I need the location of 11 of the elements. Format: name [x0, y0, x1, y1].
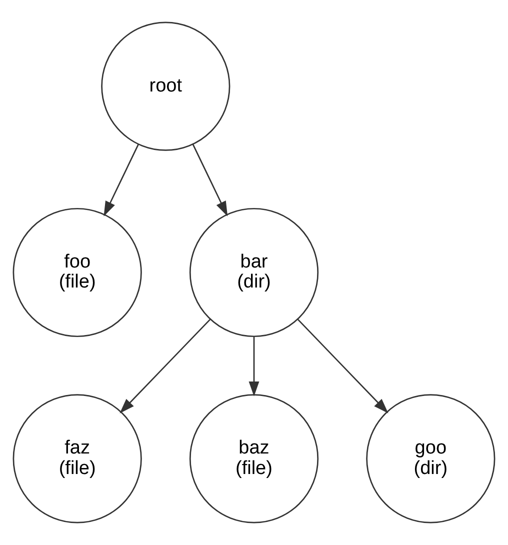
node-circle: goo (dir): [366, 394, 496, 524]
node-circle: bar (dir): [189, 208, 319, 338]
arrow: [248, 336, 260, 396]
arrow: [104, 144, 140, 216]
node-circle: root: [101, 22, 230, 151]
node-circle: faz (file): [12, 394, 142, 524]
arrow: [120, 318, 211, 414]
node-circle: baz (file): [189, 394, 319, 524]
arrow: [192, 144, 228, 216]
arrow: [297, 318, 388, 414]
node-circle: foo (file): [12, 208, 142, 338]
